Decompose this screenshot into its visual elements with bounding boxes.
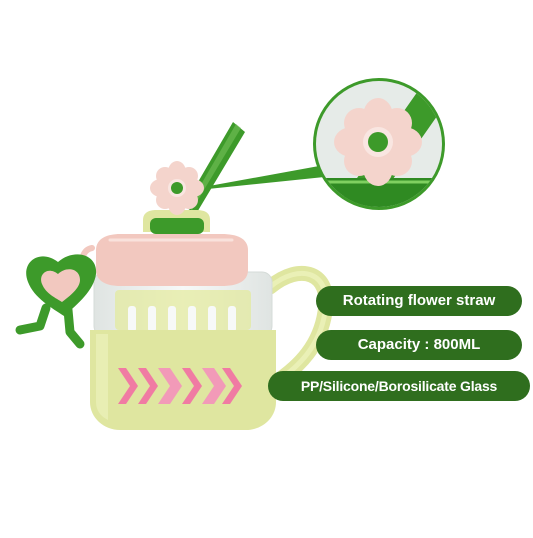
zoom-callout-icon <box>313 78 445 210</box>
cup-lid <box>96 234 248 286</box>
cup-handle <box>262 265 334 390</box>
cup-body <box>90 330 276 430</box>
feature-label-straw: Rotating flower straw <box>316 286 522 316</box>
diamond-pattern <box>118 368 242 404</box>
glass-section <box>93 271 273 337</box>
feature-label-capacity: Capacity : 800ML <box>316 330 522 360</box>
feature-label-material: PP/Silicone/Borosilicate Glass <box>268 371 530 401</box>
callout-connector <box>198 164 334 190</box>
flower-straw-icon <box>143 161 210 234</box>
heart-charm-icon <box>15 254 97 349</box>
